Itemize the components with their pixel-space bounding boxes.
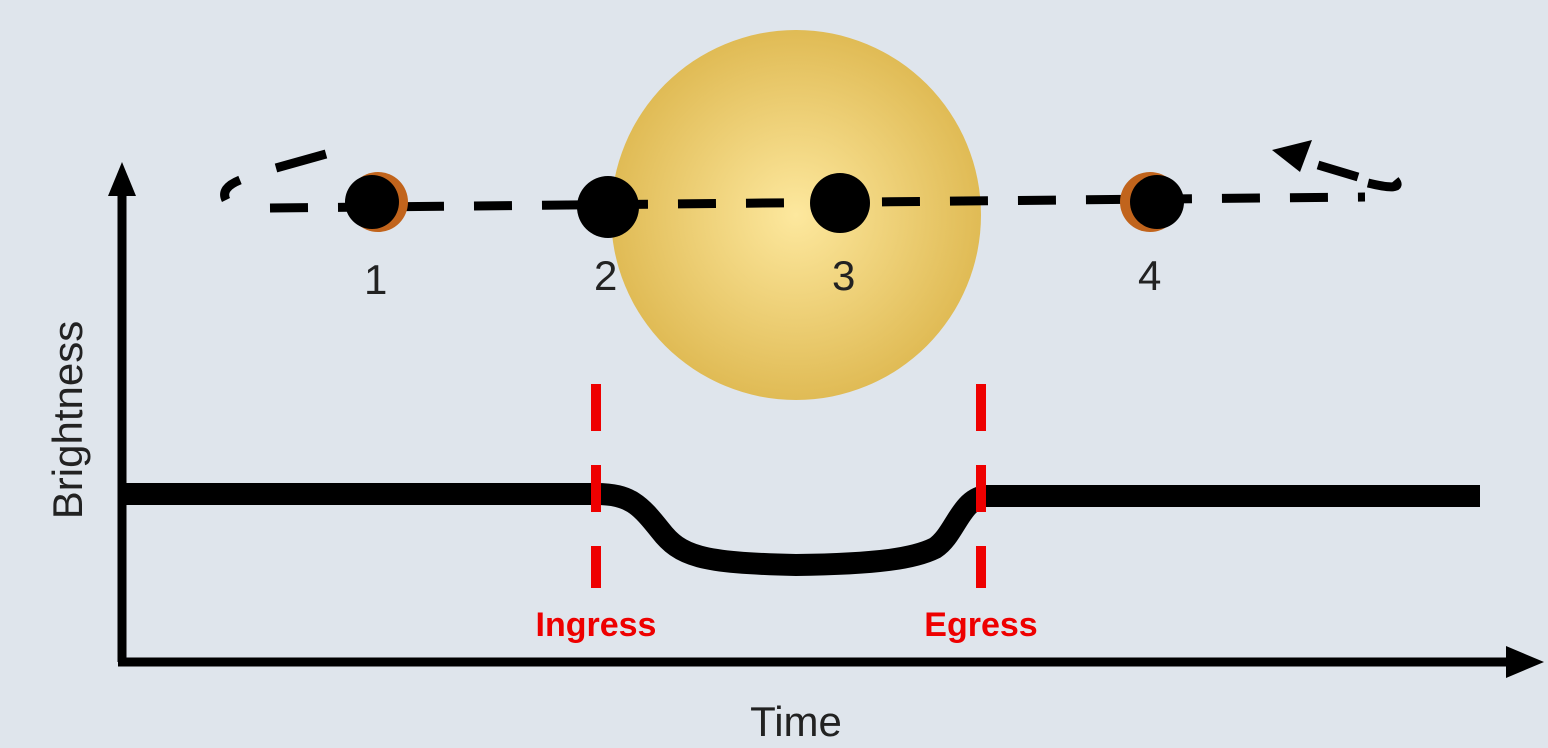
planet-position-3 xyxy=(810,173,870,233)
orbit-path-left-back xyxy=(274,149,328,173)
orbit-path-right-curl xyxy=(1316,160,1402,192)
planet-position-1 xyxy=(345,172,408,232)
light-curve xyxy=(122,483,1480,576)
orbit-arrow-right xyxy=(1272,140,1312,172)
position-label-1: 1 xyxy=(364,256,387,303)
star xyxy=(611,30,981,400)
orbit-path-left-curl xyxy=(220,175,242,203)
position-label-3: 3 xyxy=(832,252,855,299)
x-axis-label: Time xyxy=(750,698,842,745)
y-axis xyxy=(108,162,136,662)
x-axis xyxy=(118,646,1544,678)
position-label-2: 2 xyxy=(594,252,617,299)
y-axis-label: Brightness xyxy=(44,321,91,519)
position-label-4: 4 xyxy=(1138,252,1161,299)
planet-position-2 xyxy=(577,176,639,238)
planet-position-4 xyxy=(1120,172,1184,232)
egress-label: Egress xyxy=(924,606,1037,644)
ingress-label: Ingress xyxy=(536,606,657,644)
